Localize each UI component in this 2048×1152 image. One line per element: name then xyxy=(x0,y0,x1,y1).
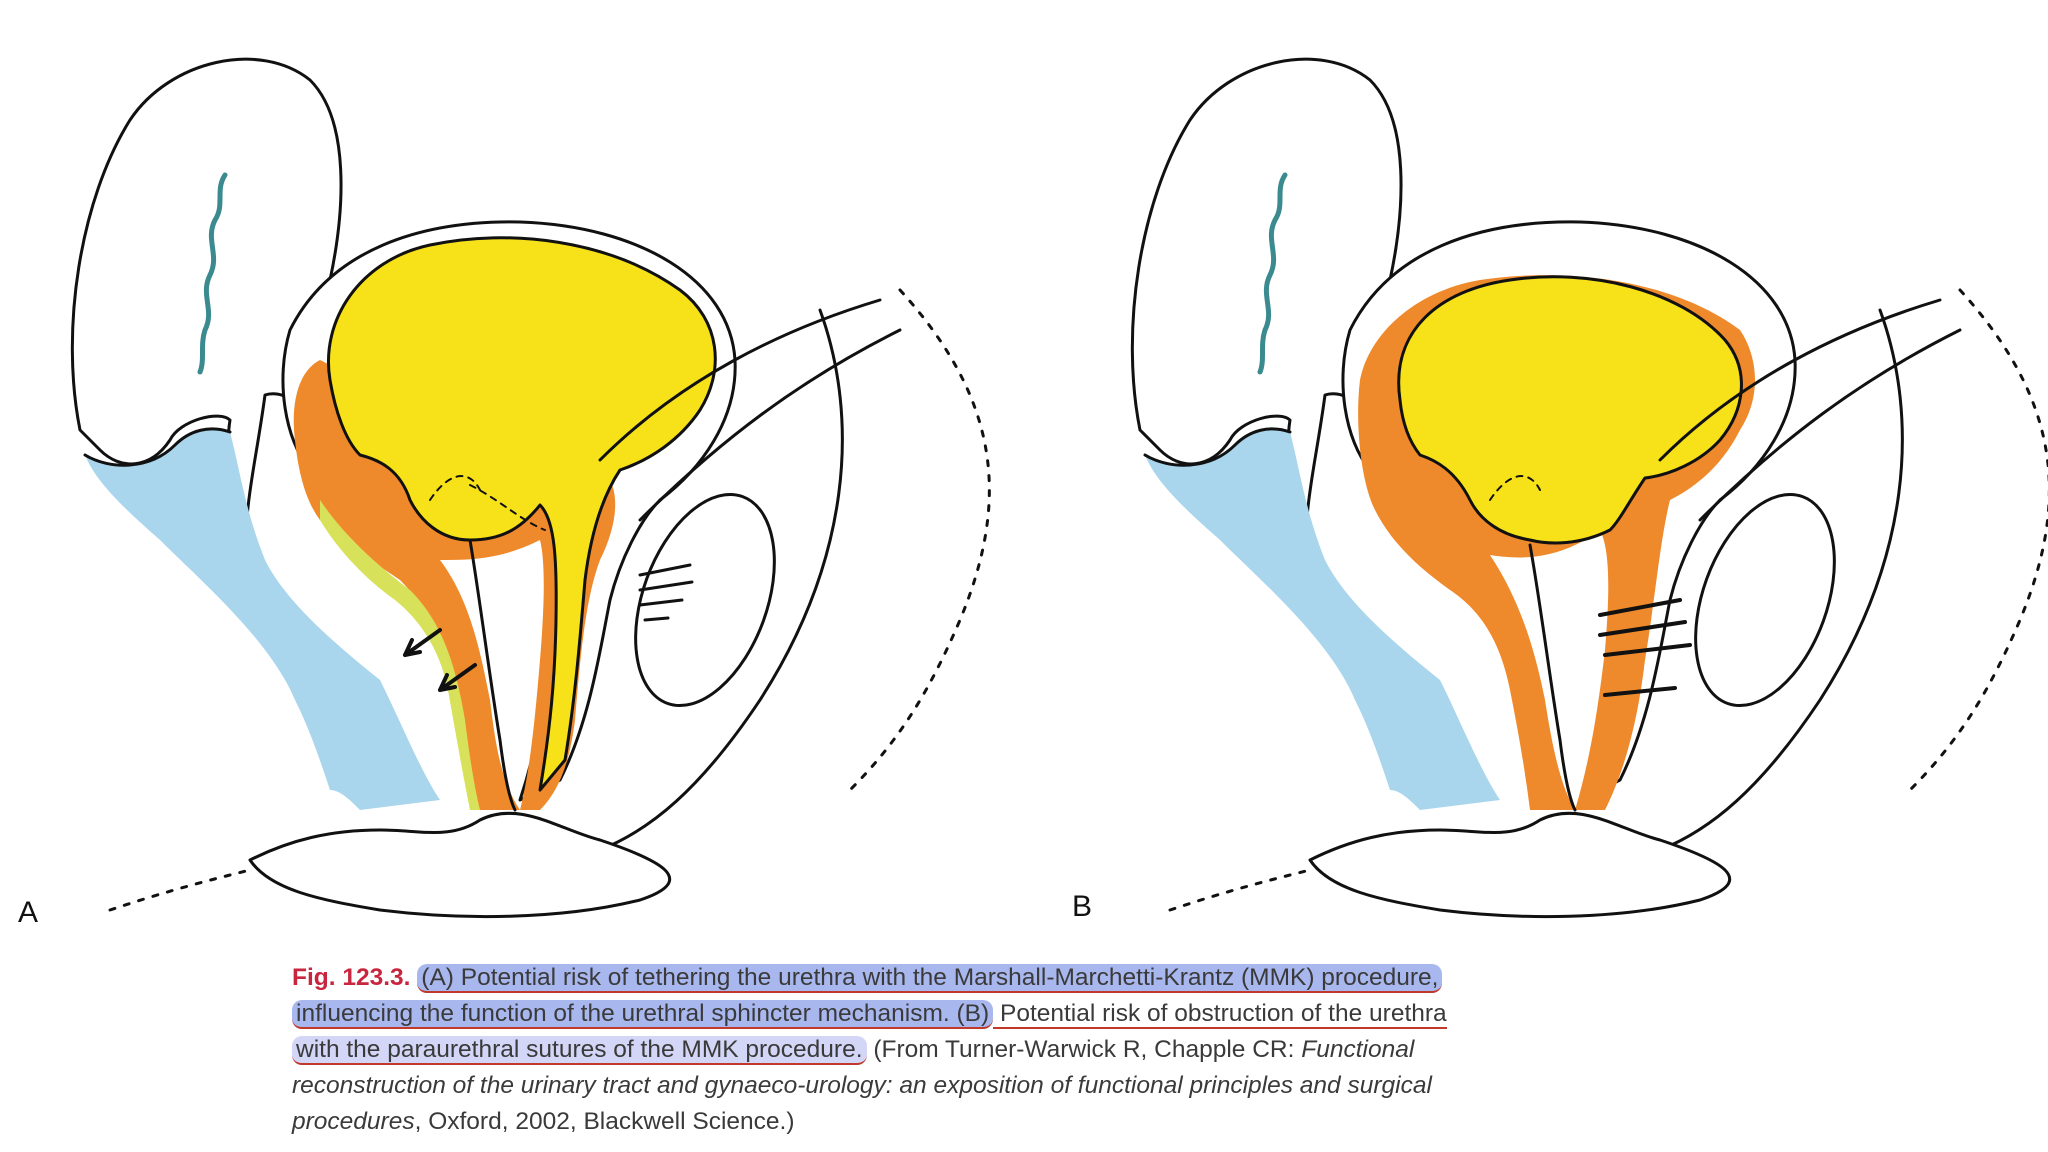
caption-text-2: Potential risk of obstruction of the ure… xyxy=(993,1000,1447,1029)
anatomy-drawings xyxy=(70,57,2048,919)
sutures-a xyxy=(638,563,694,622)
detrusor-a xyxy=(293,360,616,810)
caption-text-5: , Oxford, 2002, Blackwell Science.) xyxy=(414,1108,795,1135)
dotted-line-a1 xyxy=(848,288,991,792)
caption-text-3: (From Turner-Warwick R, Chapple CR: xyxy=(866,1036,1302,1063)
sphincter-stripe-a xyxy=(320,500,480,810)
vagina-a xyxy=(85,428,440,810)
arrow-2-a xyxy=(438,663,477,692)
dotted-line-b1 xyxy=(1908,288,2048,792)
sutures-b xyxy=(1598,598,1692,697)
abdominal-wall-a xyxy=(598,298,902,852)
cervical-canal-a xyxy=(197,172,228,375)
urethra-b xyxy=(1528,543,1577,812)
bladder-a xyxy=(327,236,717,792)
pubic-bone-b xyxy=(1694,492,1836,708)
pubic-bone-a xyxy=(634,492,776,708)
caption-line-5: procedures, Oxford, 2002, Blackwell Scie… xyxy=(292,1104,1762,1140)
abdominal-wall-b xyxy=(1658,298,1962,852)
arrow-1-a xyxy=(403,628,442,657)
vagina-outline-a xyxy=(83,427,232,467)
caption-line-4: reconstruction of the urinary tract and … xyxy=(292,1072,1432,1099)
figure-caption: Fig. 123.3. (A) Potential risk of tether… xyxy=(292,960,1762,1140)
caption-line-1: Fig. 123.3. (A) Potential risk of tether… xyxy=(292,960,1762,996)
dotted-line-b2 xyxy=(1168,868,1312,912)
panel-label-b: B xyxy=(1072,890,1093,923)
perineum-a xyxy=(248,811,672,919)
figure-number: Fig. 123.3. xyxy=(292,964,411,991)
panel-b-drawing xyxy=(1130,57,2048,919)
trigone-a xyxy=(429,475,546,531)
caption-line-3: with the paraurethral sutures of the MMK… xyxy=(292,1032,1762,1068)
caption-highlight-2: influencing the function of the urethral… xyxy=(292,1000,994,1029)
caption-highlight-1: (A) Potential risk of tethering the uret… xyxy=(417,964,1443,993)
trigone-b xyxy=(1489,475,1541,501)
urethra-a xyxy=(468,538,517,812)
caption-highlight-3: with the paraurethral sutures of the MMK… xyxy=(292,1036,867,1065)
cervical-canal-b xyxy=(1257,172,1288,375)
vagina-outline-b xyxy=(1143,427,1292,467)
caption-italic-3: Functional xyxy=(1301,1036,1415,1063)
perineum-b xyxy=(1308,811,1732,919)
caption-line-2: influencing the function of the urethral… xyxy=(292,996,1762,1032)
panel-a-drawing xyxy=(70,57,991,919)
bladder-b xyxy=(1397,275,1743,545)
dotted-line-a2 xyxy=(108,868,252,912)
vagina-b xyxy=(1145,428,1500,810)
figure-illustration: A B xyxy=(18,57,2048,929)
caption-italic-5: procedures xyxy=(292,1108,415,1135)
panel-label-a: A xyxy=(18,896,39,929)
